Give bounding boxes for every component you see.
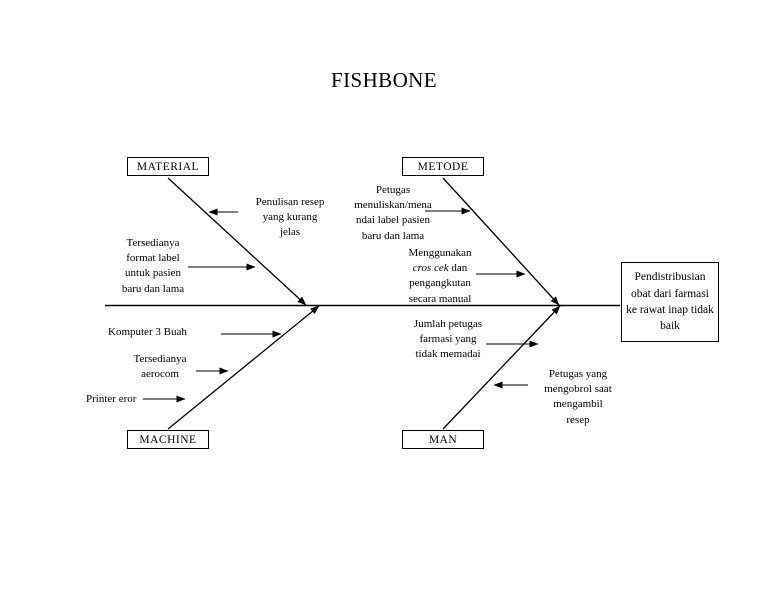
effect-box: Pendistribusian obat dari farmasi ke raw…	[621, 262, 719, 342]
cause-label-jumlah-petugas: Jumlah petugas farmasi yang tidak memada…	[413, 318, 483, 361]
rib-man	[442, 305, 561, 430]
cause-text-after: dan pengangkutan secara manual	[408, 262, 472, 305]
category-box-material: MATERIAL	[127, 157, 209, 176]
cause-text-before: Menggunakan	[408, 247, 472, 259]
cause-label-komputer: Komputer 3 Buah	[108, 326, 187, 338]
cause-label-petugas-menuliskan: Petugas menuliskan/mena ndai label pasie…	[354, 184, 432, 242]
cause-label-menggunakan-cros-cek: Menggunakan cros cek dan pengangkutan se…	[389, 246, 491, 307]
page-title: FISHBONE	[331, 68, 437, 92]
rib-metode	[442, 177, 560, 306]
cause-label-tersedianya-format-label: Tersedianya format label untuk pasien ba…	[121, 237, 185, 295]
rib-machine	[167, 305, 320, 430]
cause-label-printer-eror: Printer eror	[86, 393, 137, 405]
category-box-machine: MACHINE	[127, 430, 209, 449]
effect-label: Pendistribusian obat dari farmasi ke raw…	[626, 271, 714, 333]
category-box-metode: METODE	[402, 157, 484, 176]
rib-material	[167, 177, 307, 306]
cause-label-petugas-mengobrol: Petugas yang mengobrol saat mengambil re…	[544, 368, 612, 426]
cause-label-aerocom: Tersedianya aerocom	[133, 353, 187, 381]
category-box-man: MAN	[402, 430, 484, 449]
cause-text-italic: cros cek	[412, 262, 449, 275]
cause-label-penulisan-resep: Penulisan resep yang kurang jelas	[255, 196, 325, 239]
